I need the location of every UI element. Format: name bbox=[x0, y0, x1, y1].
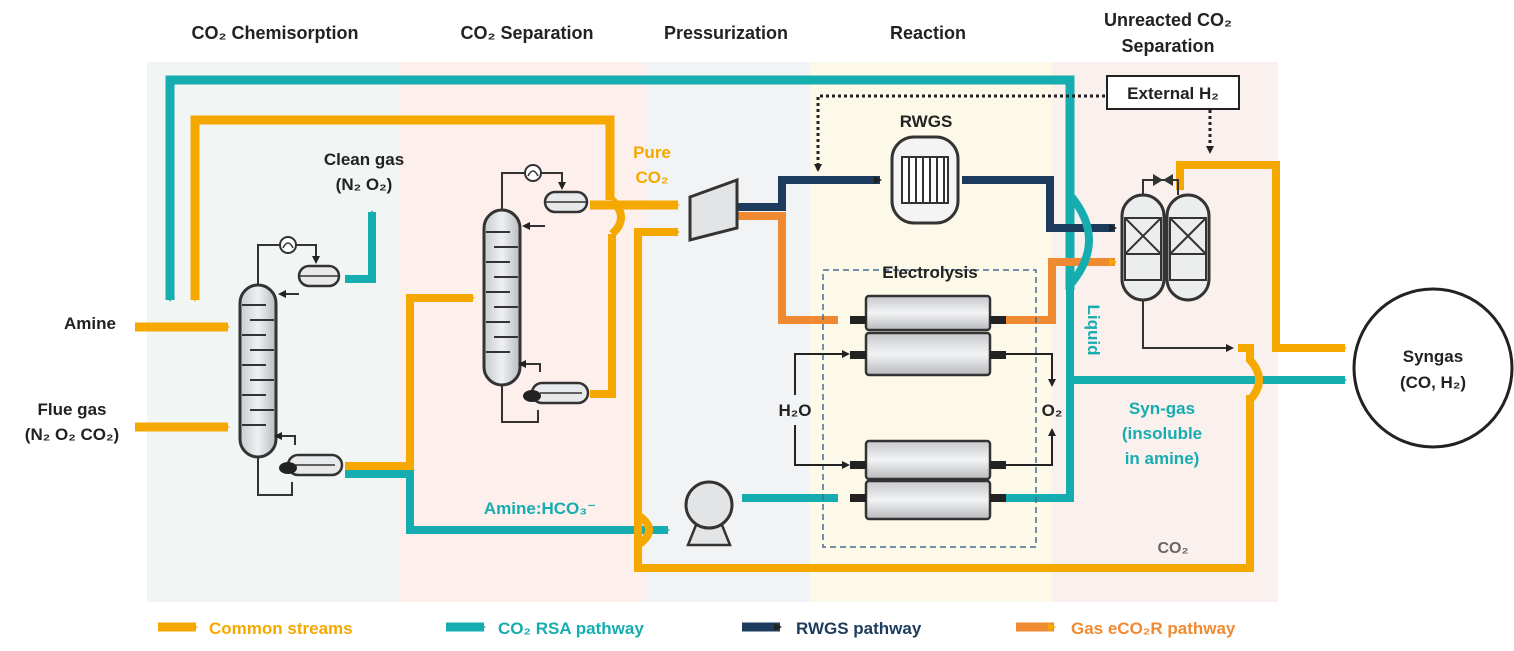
flue-gas-label-2: (N₂ O₂ CO₂) bbox=[25, 425, 119, 444]
legend-item-eco2r: Gas eCO₂R pathway bbox=[1016, 619, 1236, 638]
electrolysis-label: Electrolysis bbox=[882, 263, 977, 282]
stream-rwgs-feed bbox=[737, 176, 882, 211]
liquid-label: Liquid bbox=[1084, 305, 1103, 356]
electrolyzer-stack-bottom bbox=[850, 439, 1006, 521]
stage-bg-separation bbox=[399, 62, 645, 602]
stream-liquid-loop bbox=[1003, 290, 1074, 502]
stream-co2-recycle-bottom bbox=[634, 228, 1254, 572]
external-h2-label: External H₂ bbox=[1127, 84, 1219, 103]
pure-co2-label-1: Pure bbox=[633, 143, 671, 162]
amine-hco3-label: Amine:HCO₃⁻ bbox=[484, 499, 596, 518]
stage-bg-unreacted bbox=[1052, 62, 1278, 602]
stage-title-unreacted-2: Separation bbox=[1121, 36, 1214, 56]
co2-bottom-label: CO₂ bbox=[1157, 540, 1188, 557]
stage-title-pressurization: Pressurization bbox=[664, 23, 788, 43]
stream-co2-loop-top bbox=[190, 115, 615, 302]
syngas-label-1: Syngas bbox=[1403, 347, 1463, 366]
syngas-out-label-2: (insoluble bbox=[1122, 424, 1202, 443]
dotted-h2-to-rwgs bbox=[814, 94, 1105, 172]
h2o-line-bottom bbox=[794, 425, 850, 469]
legend-label-rsa: CO₂ RSA pathway bbox=[498, 619, 644, 638]
stream-psa-product bbox=[1176, 161, 1347, 352]
legend-label-rwgs: RWGS pathway bbox=[796, 619, 922, 638]
pump bbox=[684, 480, 734, 547]
o2-line-bottom bbox=[1006, 428, 1056, 466]
stage-title-chemisorption: CO₂ Chemisorption bbox=[191, 23, 358, 43]
stream-eco2r-feed bbox=[737, 212, 838, 324]
amine-label: Amine bbox=[64, 314, 116, 333]
legend: Common streams CO₂ RSA pathway RWGS path… bbox=[158, 619, 1236, 638]
o2-line-top bbox=[1006, 353, 1056, 387]
stage-title-reaction: Reaction bbox=[890, 23, 966, 43]
rwgs-label: RWGS bbox=[900, 112, 953, 131]
syngas-label-2: (CO, H₂) bbox=[1400, 373, 1466, 392]
stage-title-unreacted-1: Unreacted CO₂ bbox=[1104, 10, 1232, 30]
stream-amine-recycle bbox=[165, 75, 1075, 302]
rwgs-reactor bbox=[890, 135, 960, 225]
stream-rich-amine-teal bbox=[345, 470, 670, 534]
stream-liquid-hop bbox=[1066, 192, 1093, 288]
legend-item-common: Common streams bbox=[158, 619, 353, 638]
o2-label: O₂ bbox=[1042, 401, 1063, 420]
psa-columns bbox=[1120, 174, 1234, 352]
absorber-column bbox=[238, 236, 344, 496]
electrolyzer-stack-top bbox=[850, 294, 1006, 377]
stripper-column bbox=[482, 164, 590, 423]
external-h2-box bbox=[1106, 75, 1240, 110]
stage-title-separation: CO₂ Separation bbox=[460, 23, 593, 43]
compressor bbox=[688, 177, 739, 242]
stream-syngas-hop bbox=[1238, 344, 1263, 403]
syngas-out-label-3: in amine) bbox=[1125, 449, 1200, 468]
clean-gas-label-2: (N₂ O₂) bbox=[336, 175, 393, 194]
legend-item-rsa: CO₂ RSA pathway bbox=[446, 619, 644, 638]
clean-gas-label-1: Clean gas bbox=[324, 150, 404, 169]
legend-label-common: Common streams bbox=[209, 619, 353, 638]
syngas-product bbox=[1352, 287, 1514, 449]
h2o-line-top bbox=[794, 350, 850, 395]
pure-co2-label-2: CO₂ bbox=[635, 168, 668, 187]
stream-co2-hop-bottom bbox=[635, 511, 653, 549]
legend-item-rwgs: RWGS pathway bbox=[742, 619, 922, 638]
stream-stripper-out bbox=[590, 234, 616, 398]
legend-label-eco2r: Gas eCO₂R pathway bbox=[1071, 619, 1236, 638]
stream-rwgs-out bbox=[962, 176, 1117, 232]
h2o-label: H₂O bbox=[778, 401, 811, 420]
flue-gas-label-1: Flue gas bbox=[38, 400, 107, 419]
electrolysis-box bbox=[822, 269, 1037, 548]
syngas-out-label-1: Syn-gas bbox=[1129, 399, 1195, 418]
stream-clean-gas bbox=[345, 210, 376, 283]
stream-rich-amine-yellow bbox=[345, 294, 475, 470]
stream-pure-co2-hop bbox=[609, 197, 625, 237]
